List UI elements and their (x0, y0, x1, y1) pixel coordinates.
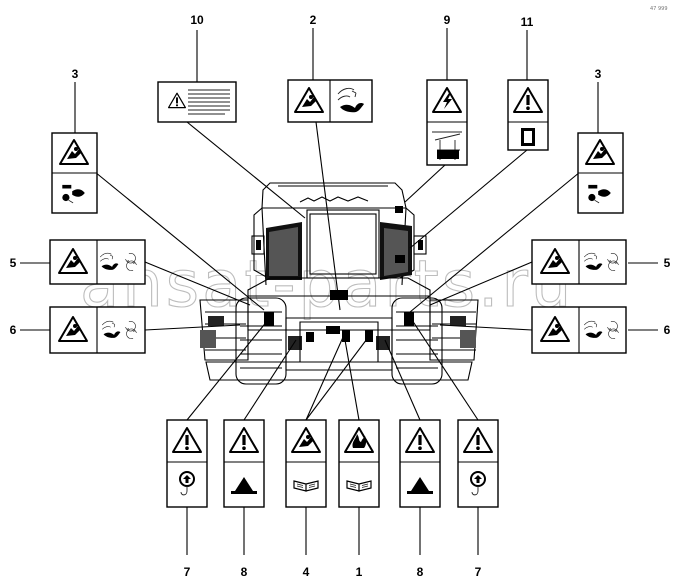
decal-1 (338, 419, 380, 508)
callout-5-left: 5 (10, 256, 17, 270)
decal-5-right (531, 239, 627, 285)
warning-text-label (188, 89, 230, 115)
callout-10: 10 (190, 13, 204, 27)
decal-8-right (399, 419, 441, 508)
decal-6-left (49, 306, 146, 354)
callout-5-right: 5 (664, 256, 671, 270)
decal-6-right (531, 306, 627, 354)
callout-3-right: 3 (595, 67, 602, 81)
decal-8-left (223, 419, 265, 508)
callout-7-left: 7 (184, 565, 191, 579)
decal-3-right (577, 132, 624, 214)
callout-8-left: 8 (241, 565, 248, 579)
callout-numbers: 10 2 9 11 3 3 5 5 6 6 7 8 4 1 8 7 (10, 13, 671, 579)
callout-7-right: 7 (475, 565, 482, 579)
decal-4 (285, 419, 327, 508)
callout-11: 11 (521, 15, 534, 29)
callout-3-left: 3 (72, 67, 79, 81)
callout-8-right: 8 (417, 565, 424, 579)
callout-9: 9 (444, 13, 451, 27)
read-manual-icon (521, 128, 535, 146)
leader-lines (20, 28, 658, 555)
callout-4: 4 (303, 565, 310, 579)
electrical-lines-icon (432, 131, 462, 160)
decal-10 (157, 81, 237, 123)
callout-2: 2 (310, 13, 317, 27)
decal-7-left (166, 419, 208, 508)
decal-2 (287, 79, 373, 123)
callout-1: 1 (356, 565, 363, 579)
corner-code: 47 999 (650, 6, 668, 12)
decal-9 (426, 79, 468, 166)
callout-6-right: 6 (664, 323, 671, 337)
watermark-text: ansat-parts.ru (80, 248, 574, 322)
combine-harvester-rear-view (199, 182, 479, 385)
decal-11 (507, 79, 549, 151)
decal-3-left (51, 132, 98, 214)
decal-5-left (49, 239, 146, 285)
callout-6-left: 6 (10, 323, 17, 337)
decal-7-right (457, 419, 499, 508)
